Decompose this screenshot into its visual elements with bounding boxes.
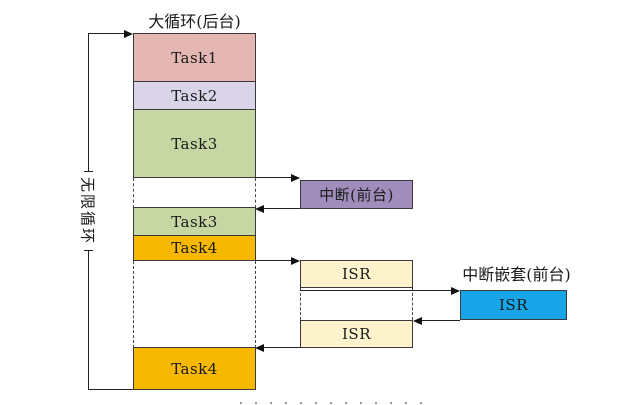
loop-line-bottom-horizontal bbox=[88, 389, 134, 390]
loop-line-top-horizontal bbox=[88, 33, 126, 34]
loop-line-tick-top bbox=[84, 171, 93, 172]
isr-gap-dash-left bbox=[300, 288, 301, 320]
arrow-line-interrupt-return bbox=[262, 208, 300, 209]
loop-line-vertical-upper bbox=[88, 33, 89, 172]
arrow-line-task4-to-isr bbox=[256, 260, 293, 261]
arrowhead-to-isr bbox=[291, 256, 300, 265]
arrow-line-isr-to-nested bbox=[300, 290, 452, 291]
task1-label: Task1 bbox=[171, 48, 218, 67]
nested-isr-box: ISR bbox=[460, 290, 567, 320]
arrow-line-nested-return bbox=[421, 320, 460, 321]
task4-label: Task4 bbox=[171, 239, 218, 257]
isr-box-top: ISR bbox=[300, 260, 413, 288]
arrowhead-into-loop-top bbox=[124, 29, 133, 38]
task3-box-first: Task3 bbox=[133, 109, 256, 178]
suspended-gap-2 bbox=[133, 261, 256, 348]
task4-box-resumed: Task4 bbox=[133, 347, 256, 390]
task3-label: Task3 bbox=[171, 134, 218, 153]
task3-box-resumed: Task3 bbox=[133, 207, 256, 236]
arrowhead-nested-return bbox=[413, 316, 422, 325]
main-loop-title: 大循环(后台) bbox=[148, 12, 241, 31]
task1-box: Task1 bbox=[133, 33, 256, 82]
cropped-caption-fragment bbox=[240, 402, 426, 404]
loop-line-vertical-lower bbox=[88, 250, 89, 390]
infinite-loop-label: 无限循环 bbox=[78, 176, 97, 246]
task2-label: Task2 bbox=[171, 86, 218, 105]
interrupt-label: 中断(前台) bbox=[319, 186, 394, 204]
task4-box-first: Task4 bbox=[133, 235, 256, 261]
nested-isr-label: ISR bbox=[499, 296, 528, 314]
isr-box-bottom: ISR bbox=[300, 320, 413, 348]
interrupt-box: 中断(前台) bbox=[300, 180, 413, 209]
nested-interrupt-title: 中断嵌套(前台) bbox=[462, 265, 571, 284]
isr-gap-dash-right bbox=[412, 288, 413, 320]
arrowhead-interrupt-return bbox=[255, 204, 264, 213]
isr-bottom-label: ISR bbox=[342, 325, 371, 343]
task4-label: Task4 bbox=[171, 359, 218, 378]
task3-label: Task3 bbox=[171, 212, 218, 231]
suspended-gap-1 bbox=[133, 178, 256, 208]
arrowhead-isr-return bbox=[255, 343, 264, 352]
task2-box: Task2 bbox=[133, 81, 256, 110]
arrow-line-isr-return bbox=[262, 347, 300, 348]
arrowhead-to-interrupt bbox=[291, 173, 300, 182]
loop-line-tick-bottom bbox=[84, 250, 93, 251]
arrowhead-to-nested-isr bbox=[451, 286, 460, 295]
arrow-line-task3-to-interrupt bbox=[256, 177, 293, 178]
isr-top-label: ISR bbox=[342, 265, 371, 283]
